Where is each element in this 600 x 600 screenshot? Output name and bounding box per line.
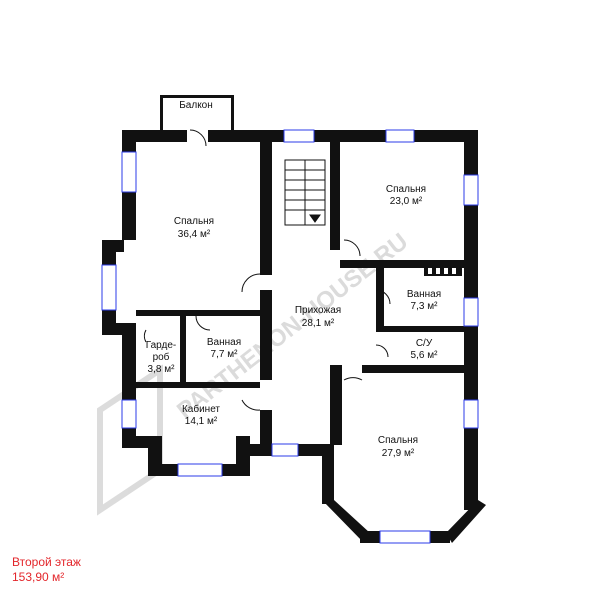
bedroom-s-area: 27,9 м²: [382, 448, 415, 459]
office-label: Кабинет: [182, 403, 220, 415]
office-area: 14,1 м²: [185, 416, 218, 427]
bath-w-area: 7,7 м²: [211, 349, 239, 360]
total-area-caption: 153,90 м²: [12, 570, 65, 584]
balcony-label: Балкон: [179, 100, 213, 111]
wc-area: 5,6 м²: [411, 350, 439, 361]
wardrobe-label-1: Гарде-: [146, 340, 176, 351]
doors: [143, 129, 391, 411]
bedroom-large-label: Спальня: [174, 216, 214, 227]
floor-caption: Второй этаж: [12, 555, 81, 569]
hall-area: 28,1 м²: [302, 318, 335, 329]
wardrobe-label-2: роб: [153, 351, 170, 363]
bath-e-label: Ванная: [407, 289, 441, 300]
bedroom-s-label: Спальня: [378, 435, 418, 446]
walls: [102, 95, 486, 543]
bedroom-ne-label: Спальня: [386, 184, 426, 195]
bedroom-large-area: 36,4 м²: [178, 229, 211, 240]
staircase: [284, 159, 326, 226]
bath-e-area: 7,3 м²: [411, 301, 439, 312]
bedroom-ne-area: 23,0 м²: [390, 196, 423, 207]
wc-label: С/У: [416, 338, 433, 349]
bath-w-label: Ванная: [207, 337, 241, 348]
radiator-grid: [424, 266, 462, 276]
windows: [101, 129, 479, 544]
wardrobe-area: 3,8 м²: [148, 364, 176, 375]
hall-label: Прихожая: [295, 305, 341, 316]
balcony-rail: [160, 95, 234, 98]
